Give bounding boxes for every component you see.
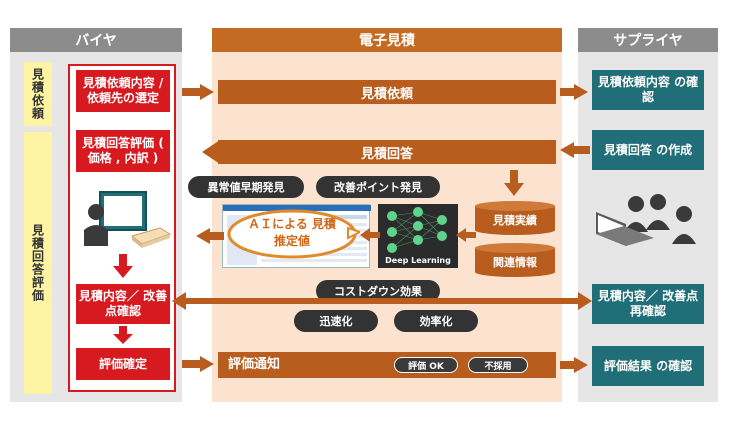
kaizen-pill: 改善ポイント発見 <box>316 176 440 198</box>
record-db-label: 見積実績 <box>493 214 537 227</box>
ok-badge: 評価 OK <box>394 357 458 373</box>
answer-bar-label: 見積回答 <box>360 146 413 162</box>
related-db-cylinder: 関連情報 <box>474 242 556 278</box>
arrow-final-to-notice <box>182 356 214 372</box>
notice-bar-label: 評価通知 <box>228 357 281 372</box>
arrow-data-to-dl <box>456 228 476 242</box>
arrow-to-supplier-request <box>560 84 588 100</box>
estimate-lane-header: 電子見積 <box>212 28 562 52</box>
supplier-lane-header: サプライヤ <box>578 28 718 52</box>
buyer-down-arrow-1 <box>113 254 133 278</box>
phase-request-label: 見積依頼 <box>24 62 52 126</box>
buyer-final-step: 評価確定 <box>76 348 170 380</box>
answer-bar: 見積回答 <box>218 140 556 164</box>
supplier-reconfirm-step: 見積内容／ 改善点再確認 <box>592 284 704 324</box>
supplier-result-step: 評価結果 の確認 <box>592 346 704 386</box>
deep-learning-label: Deep Learning <box>385 256 451 265</box>
phase-evaluation-label: 見積回答評価 <box>24 132 52 394</box>
arrow-notice-to-supplier <box>560 357 588 373</box>
buyer-lane-header: バイヤ <box>10 28 182 52</box>
double-arrow-confirm <box>172 292 592 310</box>
supplier-confirm-request-step: 見積依頼内容 の確認 <box>592 70 704 110</box>
arrow-to-request <box>182 84 214 100</box>
arrow-ai-to-buyer <box>196 228 224 244</box>
answer-bar-arrowhead <box>202 138 220 166</box>
arrow-dl-to-ai <box>360 228 380 242</box>
buyer-eval-step: 見積回答評価 ( 価格 , 内訳 ) <box>76 130 170 172</box>
ai-estimate-text: ＡＩによる 見積推定値 <box>248 217 336 248</box>
related-db-label: 関連情報 <box>493 256 537 269</box>
speed-pill: 迅速化 <box>294 310 378 332</box>
buyer-pc-icon <box>82 190 172 250</box>
deep-learning-panel: Deep Learning <box>378 204 458 268</box>
buyer-down-arrow-2 <box>113 326 133 344</box>
record-db-cylinder: 見積実績 <box>474 200 556 236</box>
cost-down-pill: コストダウン効果 <box>316 280 440 302</box>
arrow-to-record <box>504 170 524 196</box>
buyer-select-step: 見積依頼内容 / 依頼先の選定 <box>76 70 170 112</box>
ai-estimate-callout: ＡＩによる 見積推定値 <box>226 208 360 260</box>
anomaly-pill: 異常値早期発見 <box>188 176 304 198</box>
notice-bar: 評価通知 評価 OK 不採用 <box>218 352 556 378</box>
supplier-team-icon <box>594 192 698 248</box>
efficiency-pill: 効率化 <box>394 310 478 332</box>
request-bar: 見積依頼 <box>218 80 556 104</box>
buyer-confirm-step: 見積内容／ 改善点確認 <box>76 284 170 324</box>
request-bar-label: 見積依頼 <box>360 86 413 102</box>
supplier-create-answer-step: 見積回答 の作成 <box>592 130 704 170</box>
arrow-from-supplier-answer <box>560 142 590 158</box>
reject-badge: 不採用 <box>468 357 528 373</box>
